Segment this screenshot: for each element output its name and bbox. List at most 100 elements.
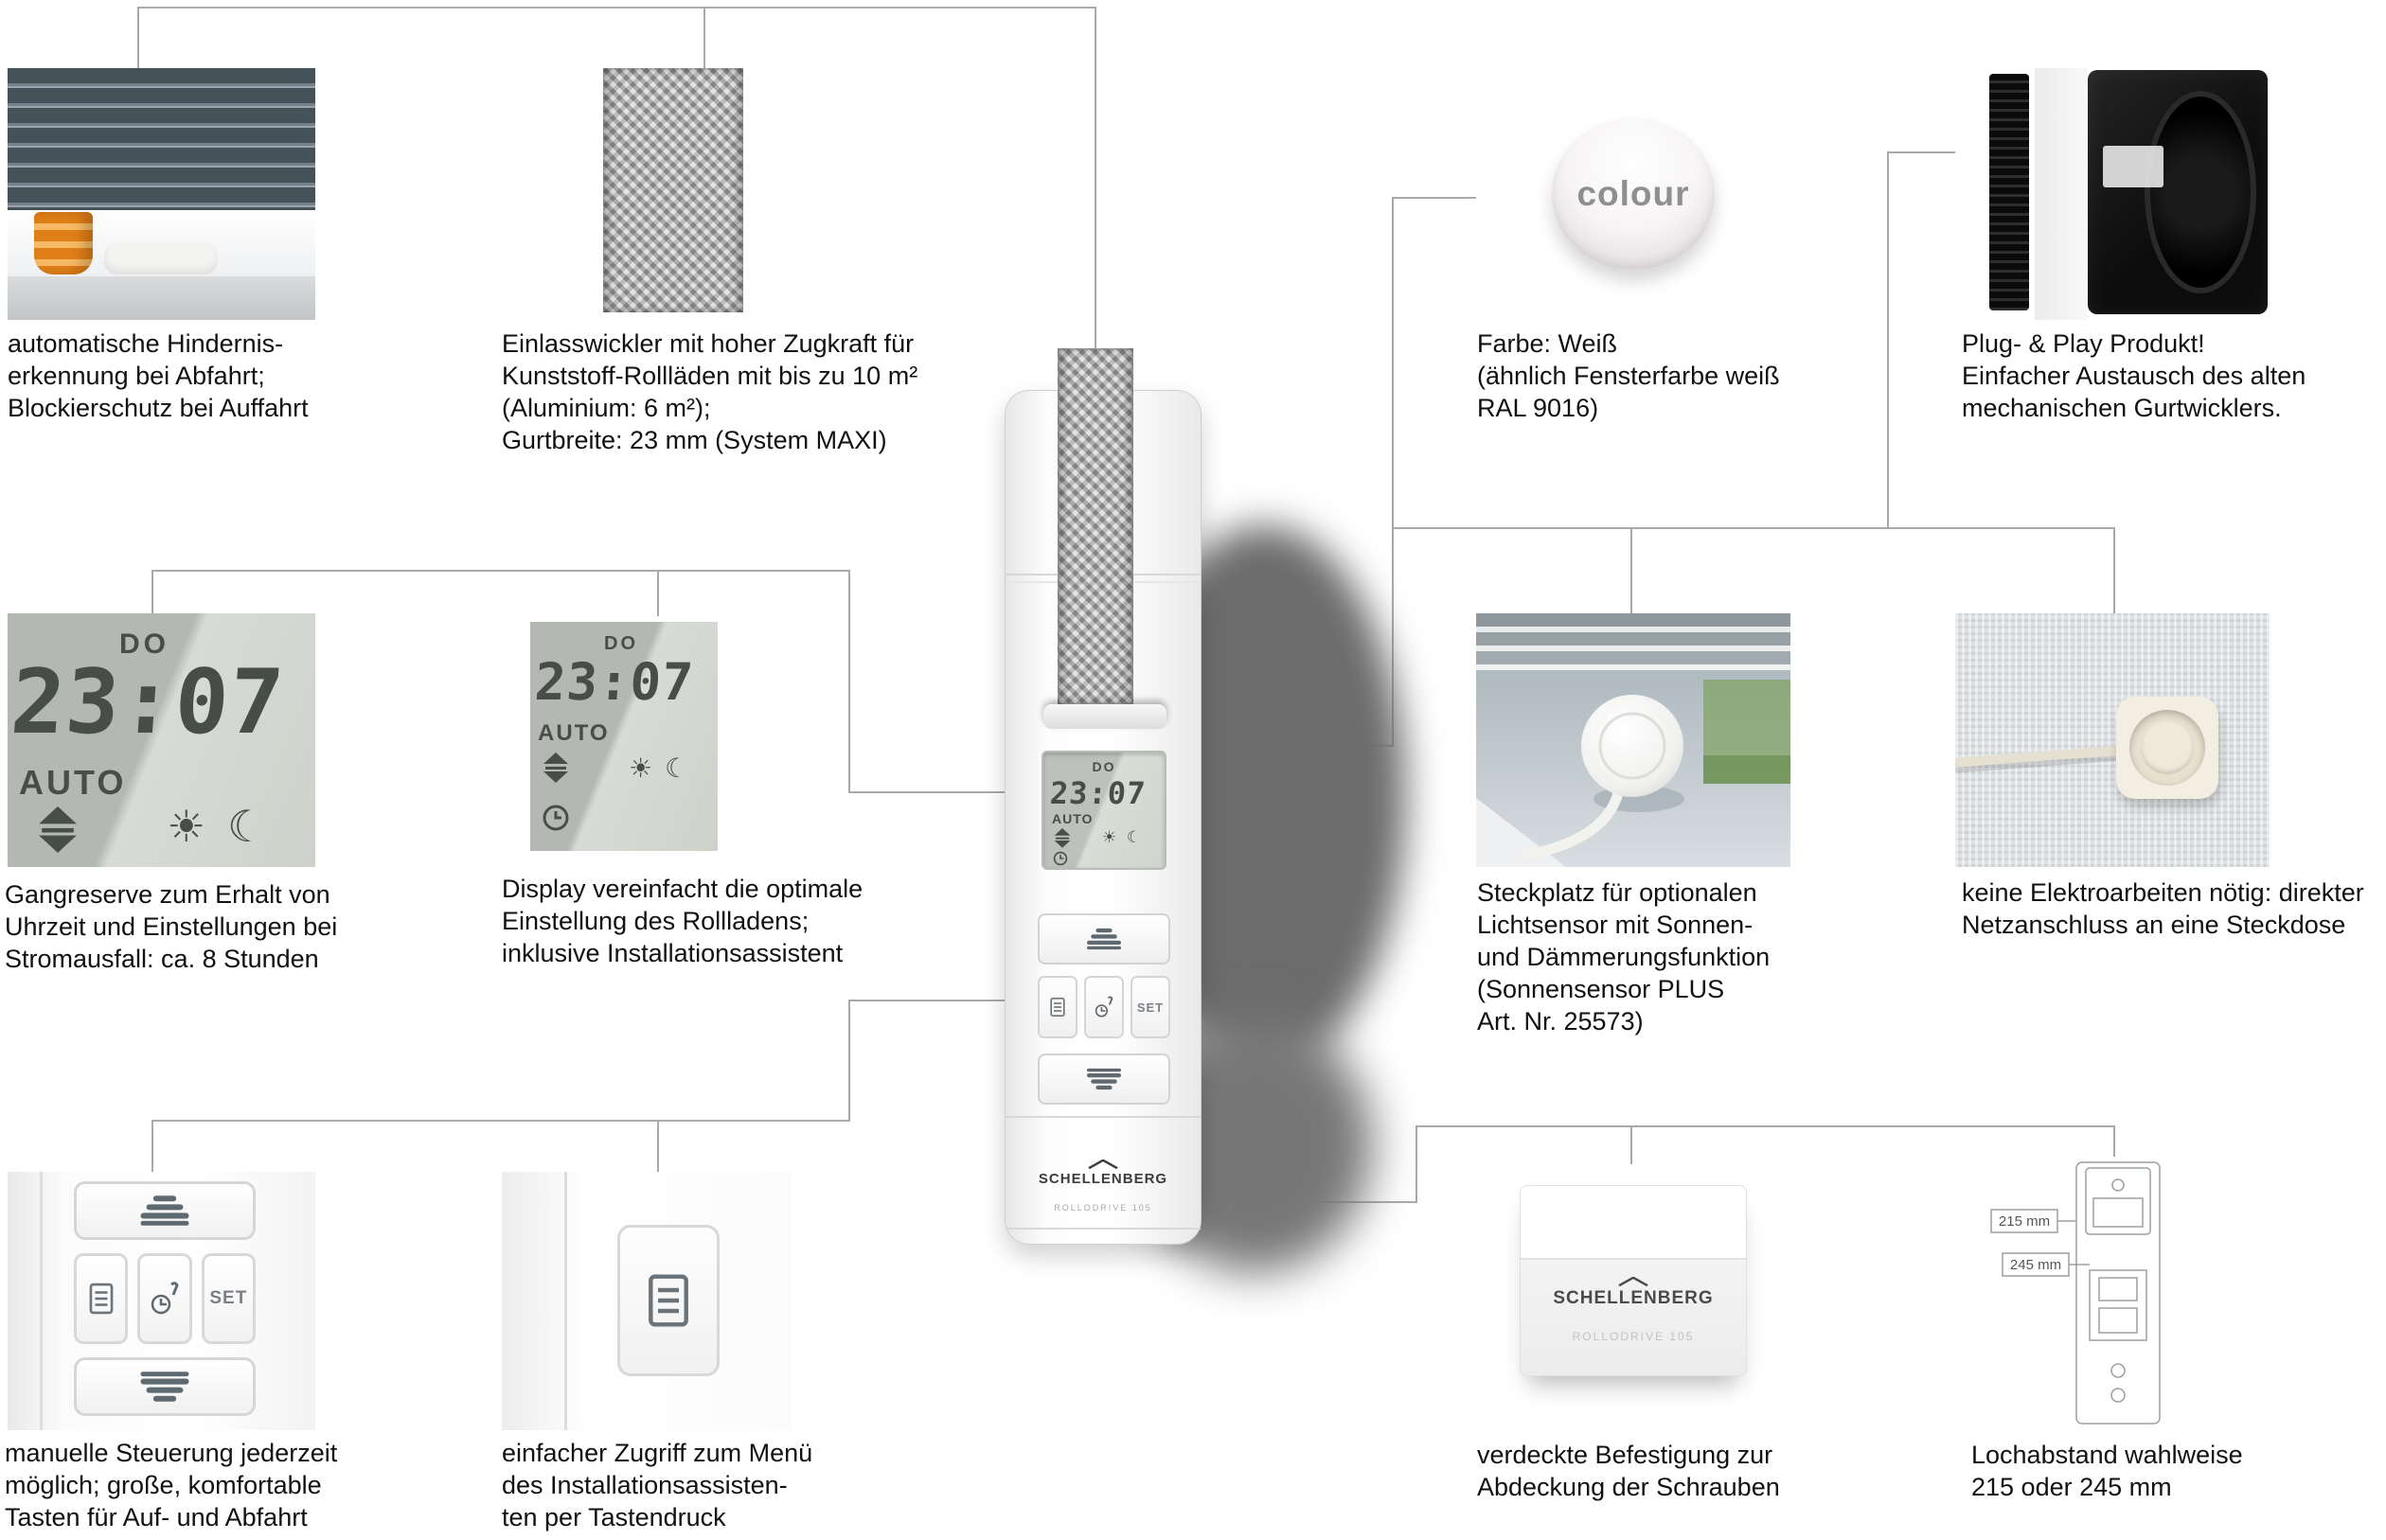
caption-light-sensor: Steckplatz für optionalen Lichtsensor mi… [1477, 878, 1771, 1036]
manual-timer-icon [1095, 996, 1113, 1018]
caption-menu-access: einfacher Zugriff zum Menü des Installat… [502, 1439, 813, 1531]
connector-line [2113, 527, 2115, 613]
caption-hidden-fixing: verdeckte Befestigung zur Abdeckung der … [1477, 1441, 1780, 1501]
device-edge-seam [564, 1172, 567, 1430]
display-time: 23:07 [8, 651, 288, 754]
feature-image-light-sensor [1476, 613, 1790, 867]
caption-manual-control: manuelle Steuerung jederzeit möglich; gr… [5, 1439, 338, 1531]
moon-icon: ☾ [227, 801, 267, 852]
manual-timer-button [137, 1253, 192, 1344]
moon-icon: ☾ [665, 752, 689, 784]
menu-icon [649, 1274, 688, 1327]
colour-badge-label: colour [1576, 174, 1690, 213]
connector-line [657, 570, 659, 616]
belt-strap [1058, 348, 1133, 719]
connector-line [151, 570, 153, 613]
shutter-down-icon [140, 1372, 189, 1402]
manual-timer-button [1084, 976, 1124, 1038]
wall-socket [2116, 697, 2218, 799]
feature-image-hidden-fixing: SCHELLENBERG ROLLODRIVE 105 [1476, 1164, 1790, 1425]
display-time: 23:07 [532, 652, 696, 712]
colour-badge: colour [1552, 118, 1715, 270]
old-winder-belt [1989, 74, 2029, 310]
roller-shutter-slats [8, 68, 315, 210]
shutter-down-button [74, 1357, 256, 1416]
wall-gap [2035, 68, 2088, 320]
shutter-up-button [1038, 913, 1170, 965]
brand-text: SCHELLENBERG [1553, 1288, 1714, 1308]
connector-line [848, 1000, 1009, 1001]
connector-line [1392, 197, 1394, 747]
dimension-label-top: 215 mm [1999, 1213, 2050, 1230]
model-text: ROLLODRIVE 105 [1054, 1203, 1152, 1213]
connector-line [848, 1000, 850, 1122]
power-cable [1955, 744, 2168, 773]
connector-line [1887, 151, 1956, 153]
display-day: DO [1092, 759, 1116, 774]
old-winder-unit [2088, 70, 2268, 314]
shutter-up-icon [140, 1195, 189, 1226]
moon-icon: ☾ [1127, 828, 1142, 847]
menu-button [1038, 976, 1077, 1038]
caption-colour: Farbe: Weiß (ähnlich Fensterfarbe weiß R… [1477, 329, 1780, 422]
connector-line [657, 1120, 659, 1172]
connector-line [1887, 151, 1889, 529]
caption-plug-play: Plug- & Play Produkt! Einfacher Austausc… [1962, 329, 2306, 422]
menu-button [617, 1225, 720, 1376]
caption-mains-socket: keine Elektroarbeiten nötig: direkter Ne… [1962, 878, 2364, 939]
window-sensor-graphic [1476, 613, 1790, 867]
shutter-arrows-icon [543, 752, 568, 783]
set-button: SET [201, 1253, 256, 1344]
display-graphic: DO 23:07 AUTO ☀ ☾ [530, 622, 718, 851]
device-edge-seam [40, 1172, 43, 1430]
feature-image-plug-play [1955, 68, 2270, 320]
feature-image-power-reserve: DO 23:07 AUTO ☀ ☾ [8, 613, 315, 867]
shutter-arrows-icon [1054, 828, 1071, 848]
sill-ledge [8, 276, 315, 320]
connector-line [1630, 1125, 1632, 1166]
display-mode: AUTO [19, 763, 127, 802]
manual-timer-icon [151, 1282, 179, 1315]
caption-power-reserve: Gangreserve zum Erhalt von Uhrzeit und E… [5, 880, 338, 973]
cloth [104, 242, 218, 274]
keypad-middle-row: SET [74, 1253, 256, 1344]
roof-icon [1618, 1277, 1648, 1286]
connector-line [137, 7, 1096, 9]
shutter-arrows-icon [39, 806, 77, 853]
roof-icon [1088, 1159, 1118, 1169]
caption-hole-spacing: Lochabstand wahlweise 215 oder 245 mm [1971, 1441, 2243, 1501]
brand-logo: SCHELLENBERG [1521, 1277, 1746, 1309]
feature-image-hole-spacing: 215 mm 245 mm [1963, 1157, 2222, 1431]
brand-logo: SCHELLENBERG [1006, 1159, 1201, 1187]
display-mode: AUTO [538, 720, 610, 746]
shutter-down-button [1038, 1053, 1170, 1105]
feature-image-mains-socket [1955, 613, 2270, 867]
power-plug [2141, 721, 2194, 774]
feature-image-colour: colour [1476, 68, 1790, 320]
connector-line [703, 7, 705, 68]
feature-image-obstacle-detection [8, 68, 315, 320]
connector-line [2113, 1125, 2115, 1159]
device-display: DO 23:07 AUTO ☀ ☾ [1042, 751, 1166, 870]
menu-icon [1050, 998, 1065, 1017]
connector-line [1392, 527, 2115, 529]
connector-line [151, 1120, 153, 1172]
connector-line [151, 1120, 850, 1122]
display-time: 23:07 [1048, 775, 1148, 811]
connector-line [151, 570, 850, 572]
connector-line [1416, 1125, 1417, 1203]
keypad-middle-row: SET [1038, 976, 1170, 1038]
cover-box: SCHELLENBERG ROLLODRIVE 105 [1520, 1185, 1747, 1376]
connector-line [1392, 197, 1477, 199]
dimension-drawing: 215 mm 245 mm [1990, 1161, 2161, 1425]
caption-display-assistant: Display vereinfacht die optimale Einstel… [502, 875, 864, 967]
display-day: DO [604, 633, 638, 654]
connector-line [848, 791, 1009, 793]
menu-button [74, 1253, 129, 1344]
dimension-label-bottom: 245 mm [2010, 1257, 2061, 1273]
feature-image-belt [603, 68, 743, 312]
display-mode: AUTO [1052, 811, 1094, 826]
set-button: SET [1131, 976, 1170, 1038]
caption-obstacle-detection: automatische Hindernis- erkennung bei Ab… [8, 329, 309, 422]
